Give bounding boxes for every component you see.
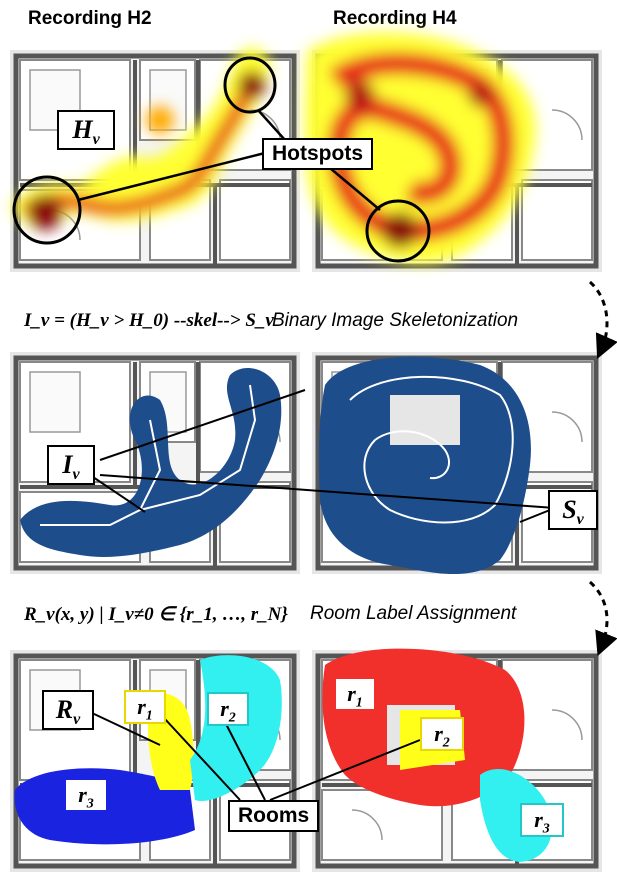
arrow-step-2 bbox=[588, 580, 617, 657]
equation-room: R_v(x, y) | I_v≠0 ∈ {r_1, …, r_N} bbox=[24, 604, 288, 625]
title-left: Recording H2 bbox=[28, 8, 152, 29]
label-r2-left: r2 bbox=[207, 692, 249, 726]
hotspot-circle-1 bbox=[12, 175, 82, 245]
label-hotspots: Hotspots bbox=[262, 138, 373, 170]
title-right: Recording H4 bbox=[333, 8, 457, 29]
arrow-step-1 bbox=[588, 280, 617, 359]
label-r1-right: r1 bbox=[334, 677, 376, 711]
label-r1-left: r1 bbox=[124, 690, 166, 724]
label-iv: Iv bbox=[47, 445, 95, 485]
mask-h4 bbox=[318, 356, 531, 575]
label-rv: Rv bbox=[42, 690, 94, 730]
caption-skeleton: Binary Image Skeletonization bbox=[272, 310, 519, 331]
label-r3-right: r3 bbox=[520, 803, 564, 837]
label-r3-left: r3 bbox=[64, 778, 108, 812]
label-sv: Sv bbox=[548, 490, 598, 530]
equation-skeleton: I_v = (H_v > H_0) --skel--> S_v bbox=[24, 310, 274, 331]
heatmap-h4 bbox=[304, 32, 536, 264]
label-rooms: Rooms bbox=[228, 800, 320, 832]
hotspot-circle-2 bbox=[223, 56, 277, 114]
heatmap-h2 bbox=[9, 48, 270, 230]
label-r2-right: r2 bbox=[420, 717, 464, 751]
caption-room: Room Label Assignment bbox=[310, 603, 517, 624]
label-hv: Hv bbox=[57, 110, 115, 150]
hotspot-circle-3 bbox=[365, 199, 431, 263]
